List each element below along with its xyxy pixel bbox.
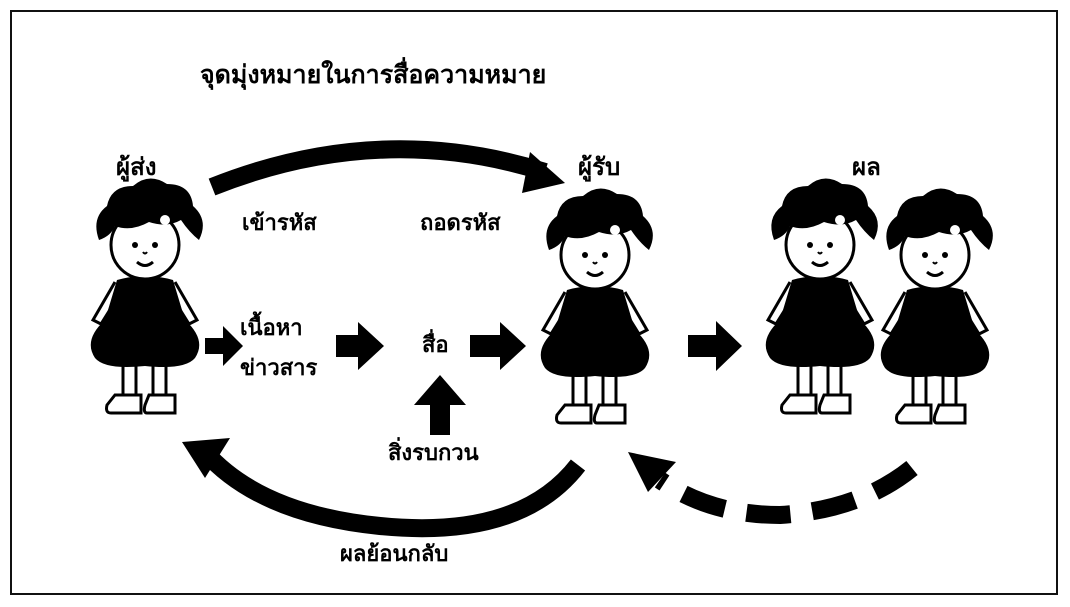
result-label: ผล [852, 153, 881, 181]
arrow-sender-to-content [205, 326, 243, 366]
content-label-line1: เนื้อหา [240, 316, 303, 341]
arrow-content-to-medium [336, 322, 384, 370]
diagram-title: จุดมุ่งหมายในการสื่อความหมาย [200, 60, 547, 89]
feedback-label: ผลย้อนกลับ [340, 542, 449, 567]
receiver-figure [539, 186, 655, 425]
result-figure-2 [879, 186, 995, 425]
arrow-noise-to-medium [414, 375, 466, 435]
sender-figure [89, 176, 205, 415]
receiver-label: ผู้รับ [578, 153, 621, 181]
feedback-curved-arrow [198, 445, 586, 538]
feedback-arrowhead [182, 438, 230, 478]
result-feedback-dashed-arrow [654, 460, 918, 525]
decode-label: ถอดรหัส [420, 211, 501, 236]
result-figure-1 [764, 176, 880, 415]
arrow-receiver-to-result [688, 321, 742, 371]
content-label-line2: ข่าวสาร [240, 356, 318, 381]
encode-label: เข้ารหัส [242, 211, 317, 236]
medium-label: สื่อ [422, 333, 449, 358]
noise-label: สิ่งรบกวน [388, 441, 479, 466]
sender-label: ผู้ส่ง [116, 153, 157, 181]
encode-arrowhead [522, 152, 565, 193]
encode-curved-arrow [208, 140, 548, 196]
result-feedback-arrowhead [628, 452, 676, 492]
arrow-medium-to-receiver [470, 322, 526, 370]
